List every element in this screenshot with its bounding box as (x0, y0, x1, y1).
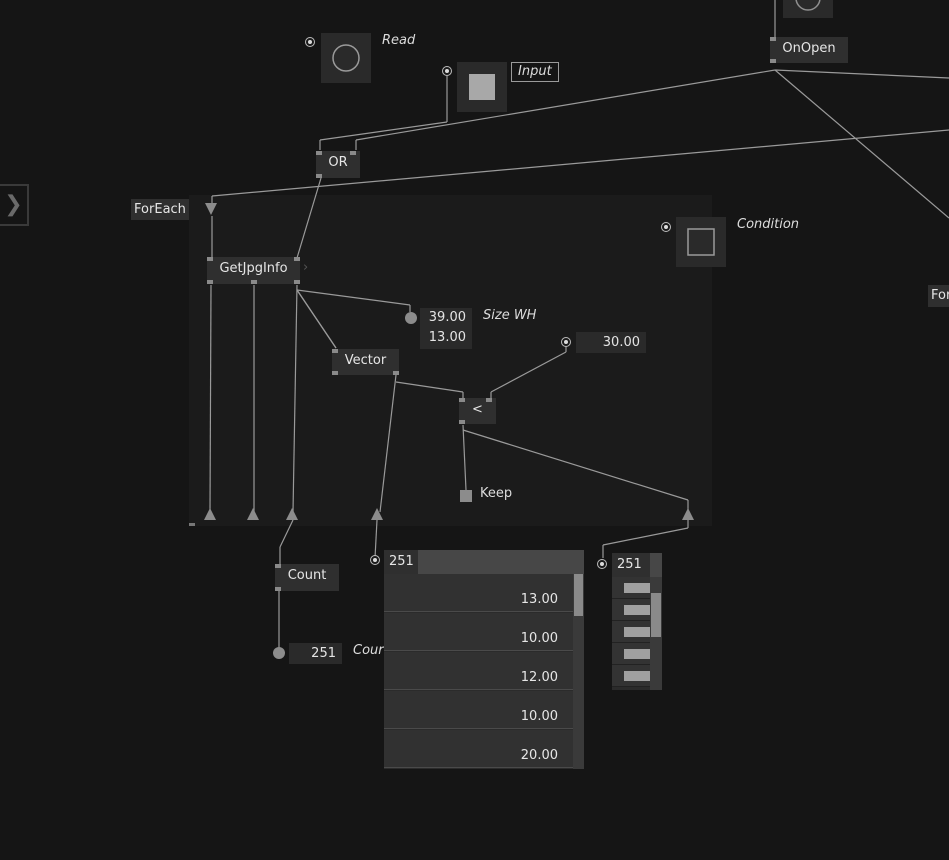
value-list-row[interactable]: 13.00 (384, 574, 574, 612)
input-toggle[interactable] (457, 62, 507, 112)
count-value-box[interactable]: 251 (289, 643, 342, 664)
toggle-bar-icon (624, 627, 650, 637)
right-edge-partial-label: For (931, 288, 949, 303)
condition-toggle[interactable] (676, 217, 726, 267)
threshold-value-box[interactable]: 30.00 (576, 332, 646, 353)
count-input-pin[interactable] (275, 564, 281, 568)
count-output-label: Cour (353, 643, 384, 658)
count-dot-icon[interactable] (272, 646, 286, 660)
square-outline-icon (687, 228, 715, 256)
read-inlet-dot[interactable] (305, 37, 315, 47)
read-label: Read (382, 33, 416, 48)
toggle-bar-icon (624, 671, 650, 681)
vector-label: Vector (344, 353, 387, 368)
toggle-bar-icon (624, 649, 650, 659)
top-partial-toggle[interactable] (783, 0, 833, 18)
value-list-viewer[interactable]: 251 13.00 10.00 12.00 10.00 20.00 (384, 550, 584, 769)
threshold-inlet-dot[interactable] (561, 337, 571, 347)
loop-output-port-4[interactable] (371, 508, 383, 520)
value-list-count: 251 (384, 550, 418, 574)
list-inlet-dot[interactable] (370, 555, 380, 565)
getjpginfo-output-pin-1[interactable] (207, 280, 213, 284)
condition-label: Condition (737, 217, 800, 232)
vector-input-pin[interactable] (332, 349, 338, 353)
count-output-pin[interactable] (275, 587, 281, 591)
boolean-list-row[interactable] (612, 621, 650, 643)
getjpginfo-input-pin-a[interactable] (207, 257, 213, 261)
boolean-list-row[interactable] (612, 643, 650, 665)
value-list-row[interactable]: 12.00 (384, 652, 574, 690)
less-than-input-pin-b[interactable] (486, 398, 492, 402)
value-list-row[interactable]: 20.00 (384, 730, 574, 768)
vector-output-pin-b[interactable] (393, 371, 399, 375)
onopen-node[interactable]: OnOpen (770, 37, 848, 63)
value-list-row[interactable]: 10.00 (384, 691, 574, 729)
getjpginfo-output-pin-2[interactable] (251, 280, 257, 284)
boolean-list-row[interactable] (612, 599, 650, 621)
input-label[interactable]: Input (511, 62, 559, 82)
boolean-list-scrollbar[interactable] (650, 577, 662, 690)
region-resize-handle[interactable] (189, 523, 195, 526)
size-h-value: 13.00 (428, 330, 466, 345)
value-list-scrollbar[interactable] (573, 574, 584, 769)
boolean-list-row[interactable] (612, 577, 650, 599)
getjpginfo-node[interactable]: GetJpgInfo (207, 257, 300, 284)
onopen-label: OnOpen (782, 41, 836, 56)
count-label: Count (287, 568, 327, 583)
onopen-output-pin[interactable] (770, 59, 776, 63)
boolean-list-viewer[interactable]: 251 (612, 553, 662, 690)
size-wh-label: Size WH (483, 308, 537, 323)
right-edge-partial-node[interactable]: For (928, 285, 949, 307)
loop-output-port-1[interactable] (204, 508, 216, 520)
square-filled-icon (469, 74, 495, 100)
onopen-input-pin[interactable] (770, 37, 776, 41)
less-than-input-pin-a[interactable] (459, 398, 465, 402)
size-wh-dot-icon[interactable] (404, 311, 418, 325)
vector-output-pin-a[interactable] (332, 371, 338, 375)
or-label: OR (328, 155, 348, 170)
condition-inlet-dot[interactable] (661, 222, 671, 232)
or-input-pin-a[interactable] (316, 151, 322, 155)
keep-label: Keep (480, 486, 513, 501)
getjpginfo-output-pin-3[interactable] (294, 280, 300, 284)
loop-output-port-5[interactable] (682, 508, 694, 520)
toggle-bar-icon (624, 605, 650, 615)
count-node[interactable]: Count (275, 564, 339, 591)
getjpginfo-label: GetJpgInfo (219, 261, 288, 276)
vector-node[interactable]: Vector (332, 349, 399, 375)
keep-port-icon[interactable] (460, 490, 472, 502)
toggle-bar-icon (624, 583, 650, 593)
foreach-loop-region (189, 195, 712, 526)
value-list-row[interactable]: 10.00 (384, 613, 574, 651)
size-w-value: 39.00 (428, 310, 466, 325)
less-than-output-pin[interactable] (459, 420, 465, 424)
or-node[interactable]: OR (316, 151, 360, 178)
loop-output-port-3[interactable] (286, 508, 298, 520)
value-list-scroll-thumb[interactable] (574, 574, 583, 616)
circle-icon (795, 0, 821, 11)
side-panel-toggle[interactable]: ❯ (0, 184, 29, 226)
getjpginfo-input-pin-b[interactable] (294, 257, 300, 261)
boolean-list-row[interactable] (612, 665, 650, 687)
foreach-node[interactable]: ForEach (131, 199, 189, 220)
boolean-list-count: 251 (612, 553, 650, 577)
size-wh-value-box[interactable]: 39.00 13.00 (420, 308, 472, 349)
read-toggle[interactable] (321, 33, 371, 83)
loop-output-port-2[interactable] (247, 508, 259, 520)
input-inlet-dot[interactable] (442, 66, 452, 76)
mini-list-inlet-dot[interactable] (597, 559, 607, 569)
or-input-pin-b[interactable] (350, 151, 356, 155)
or-output-pin[interactable] (316, 174, 322, 178)
less-than-node[interactable]: < (459, 398, 496, 424)
getjpginfo-expand-icon[interactable]: › (303, 260, 309, 275)
foreach-input-port[interactable] (205, 203, 217, 215)
boolean-list-scroll-thumb[interactable] (651, 593, 661, 637)
circle-icon (332, 44, 360, 72)
foreach-label: ForEach (134, 202, 186, 217)
less-than-label: < (472, 402, 483, 417)
